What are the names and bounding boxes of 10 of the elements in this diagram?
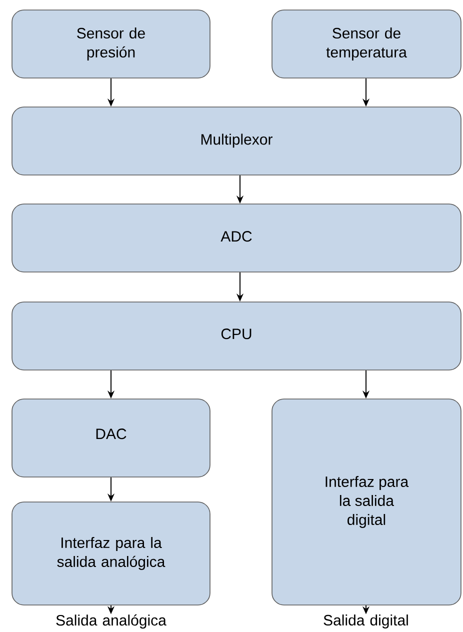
process-box: ADC xyxy=(12,204,462,272)
process-box: Interfaz para la salida analógica xyxy=(12,502,210,606)
process-box: DAC xyxy=(12,398,210,478)
output-label: Salida analógica xyxy=(56,614,166,629)
process-box: CPU xyxy=(12,302,462,370)
process-box: Sensor de temperatura xyxy=(272,10,462,78)
process-box: Sensor de presión xyxy=(12,10,210,78)
process-box: Multiplexor xyxy=(12,106,462,176)
process-box: Interfaz para la salida digital xyxy=(272,398,462,606)
output-label: Salida digital xyxy=(324,614,408,628)
